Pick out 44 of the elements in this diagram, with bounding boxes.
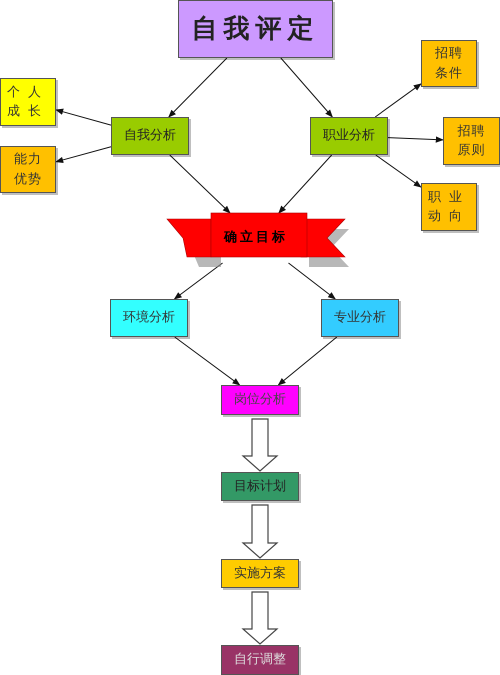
process-box — [221, 385, 299, 415]
arrow — [278, 336, 338, 386]
process-box — [110, 299, 188, 337]
process-box — [421, 40, 477, 87]
block-arrow — [241, 504, 279, 559]
box-label: 职业分析 — [323, 127, 375, 146]
box-label: 专业分析 — [334, 309, 386, 328]
box-label: 招聘原则 — [458, 122, 486, 160]
arrow — [375, 154, 422, 188]
process-box — [443, 117, 500, 165]
arrow — [278, 154, 332, 214]
box-label: 职业动向 — [428, 188, 470, 226]
title-text: 自我评定 — [192, 12, 320, 46]
box-label: 个人成长 — [7, 84, 49, 121]
process-box — [310, 117, 388, 155]
process-box — [0, 146, 56, 193]
box-label: 招聘条件 — [435, 45, 463, 82]
arrow — [55, 146, 112, 163]
block-arrow — [241, 418, 279, 472]
arrow — [169, 154, 231, 214]
process-box — [221, 645, 299, 675]
arrow — [288, 262, 336, 300]
process-box — [221, 559, 299, 588]
box-label: 实施方案 — [234, 564, 286, 583]
box-label: 自我分析 — [124, 127, 176, 146]
box-label: 目标计划 — [234, 478, 286, 496]
box-label: 能力优势 — [14, 151, 42, 188]
arrow — [174, 262, 224, 300]
process-box — [111, 117, 189, 155]
block-arrow — [241, 591, 279, 645]
box-label: 环境分析 — [123, 309, 175, 328]
process-box — [321, 299, 399, 337]
box-label: 自行调整 — [234, 651, 286, 670]
box-label: 岗位分析 — [234, 391, 286, 410]
arrow — [388, 136, 444, 143]
arrow — [55, 108, 112, 126]
process-box — [421, 183, 477, 231]
arrow — [374, 83, 422, 118]
title-box — [178, 0, 333, 58]
process-box — [221, 472, 299, 501]
arrow — [280, 58, 333, 118]
arrow — [168, 58, 228, 118]
process-box — [0, 78, 56, 126]
arrow — [174, 336, 240, 386]
